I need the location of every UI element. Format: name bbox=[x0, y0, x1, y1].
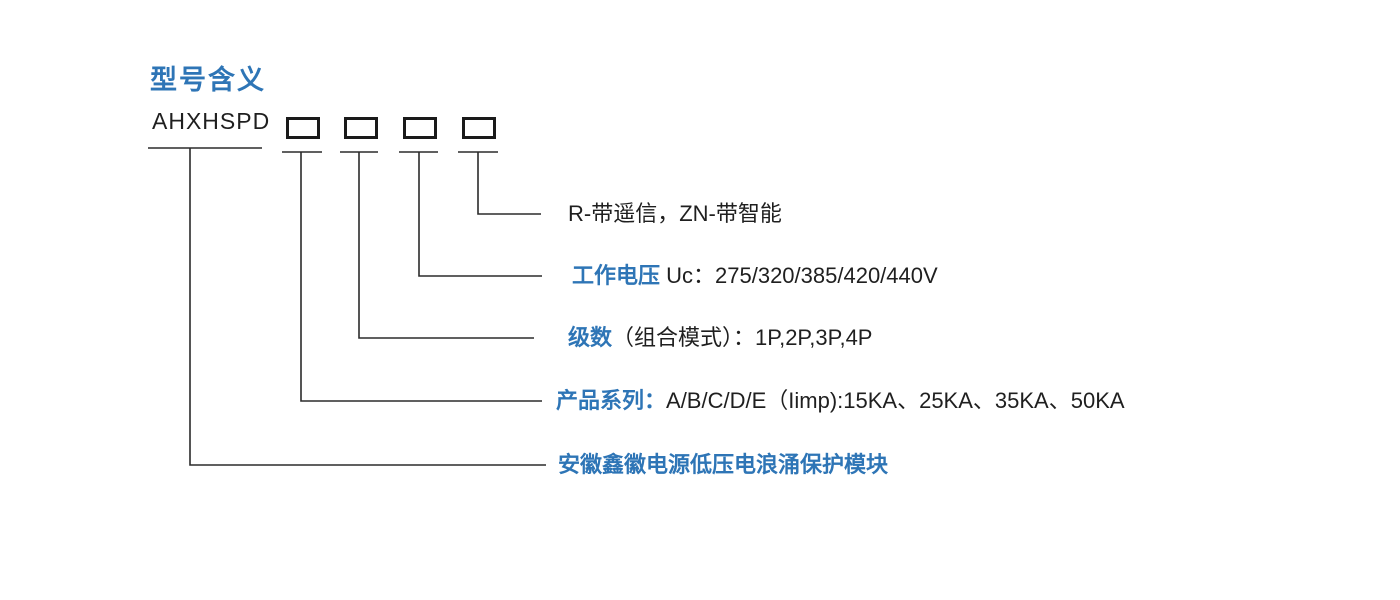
legend-series-value: A/B/C/D/E（Iimp):15KA、25KA、35KA、50KA bbox=[666, 388, 1125, 413]
model-digit-box-3 bbox=[403, 117, 437, 139]
connector-remote bbox=[477, 152, 541, 215]
legend-working-voltage: 工作电压 Uc：275/320/385/420/440V bbox=[572, 261, 938, 291]
legend-brand-name: 安徽鑫徽电源低压电浪涌保护模块 bbox=[558, 450, 888, 480]
model-digit-box-1 bbox=[286, 117, 320, 139]
page-title: 型号含义 bbox=[150, 65, 266, 95]
model-digit-box-4 bbox=[462, 117, 496, 139]
legend-level-label: 级数 bbox=[568, 325, 613, 350]
legend-product-series: 产品系列：A/B/C/D/E（Iimp):15KA、25KA、35KA、50KA bbox=[556, 386, 1125, 416]
legend-voltage-value: Uc：275/320/385/420/440V bbox=[666, 263, 938, 288]
legend-remote-signal: R-带遥信，ZN-带智能 bbox=[568, 199, 782, 229]
legend-brand-label: 安徽鑫徽电源低压电浪涌保护模块 bbox=[558, 452, 889, 477]
legend-pole-count: 级数（组合模式）：1P,2P,3P,4P bbox=[568, 323, 872, 353]
model-digit-box-2 bbox=[344, 117, 378, 139]
legend-level-value: （组合模式）：1P,2P,3P,4P bbox=[612, 325, 873, 350]
legend-remote-value: R-带遥信，ZN-带智能 bbox=[568, 201, 782, 226]
connector-series bbox=[300, 152, 542, 402]
legend-series-label: 产品系列： bbox=[556, 388, 667, 413]
model-prefix-text: AHXHSPD bbox=[152, 108, 271, 134]
connector-level bbox=[358, 152, 534, 339]
connector-voltage bbox=[418, 152, 542, 277]
legend-voltage-label: 工作电压 bbox=[572, 263, 667, 288]
connector-brand bbox=[189, 148, 546, 466]
